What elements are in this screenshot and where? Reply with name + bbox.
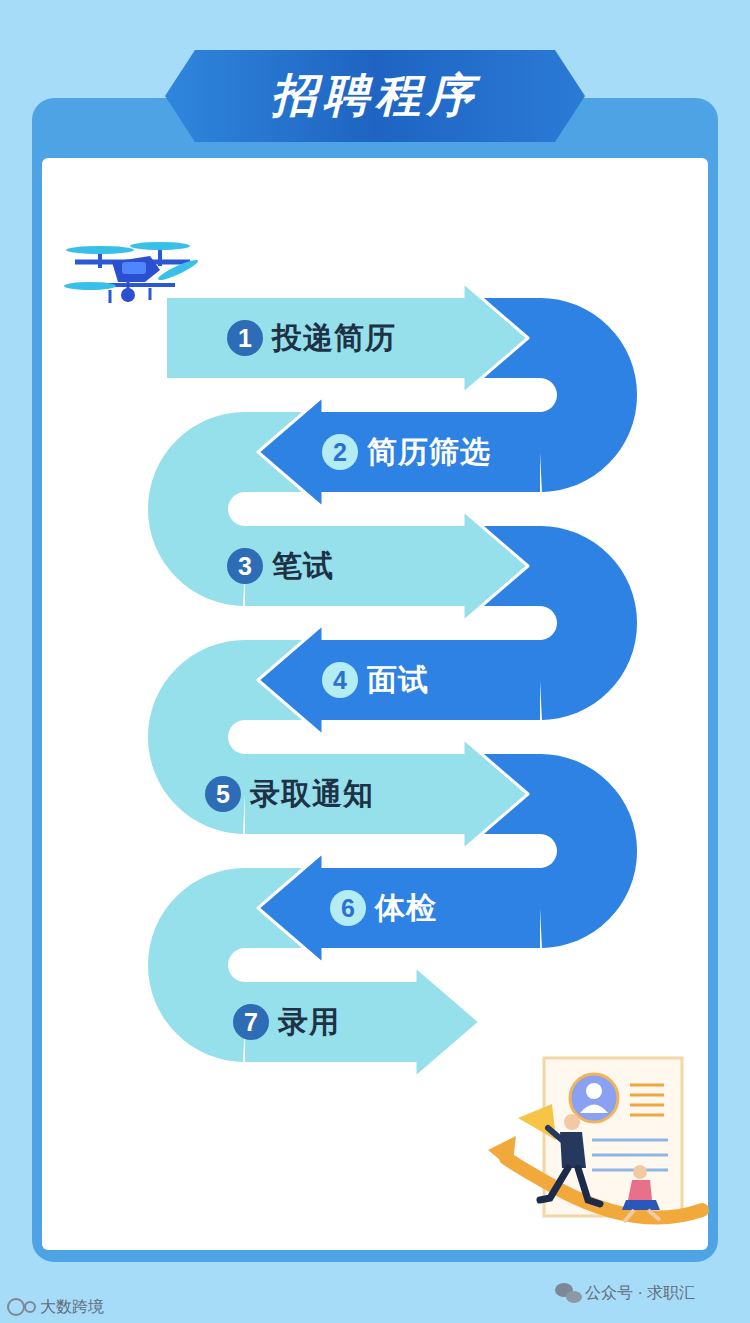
step-text: 2简历筛选 <box>322 396 491 508</box>
step-number: 1 <box>227 320 263 356</box>
arrow-body <box>245 966 480 1078</box>
step-label: 简历筛选 <box>367 432 491 473</box>
step-arrow: 2简历筛选 <box>258 396 540 508</box>
arrow-head-outline <box>415 966 480 1078</box>
title-text: 招聘程序 <box>271 65 479 127</box>
wechat-icon <box>555 1283 582 1303</box>
arrow-head-outline <box>258 624 323 736</box>
arrow-body <box>167 282 528 394</box>
step-text: 6体检 <box>330 852 437 964</box>
step-text: 1投递简历 <box>227 282 396 394</box>
panel-ground <box>42 158 708 1250</box>
arrow-body <box>258 624 540 736</box>
step-text: 4面试 <box>322 624 429 736</box>
arrow-body <box>258 852 540 964</box>
watermark-text: 公众号 · 求职汇 <box>585 1283 695 1304</box>
arrow-head-outline <box>463 510 528 622</box>
arrow-head-outline <box>258 852 323 964</box>
step-text: 7录用 <box>233 966 340 1078</box>
arrow-body <box>245 738 528 850</box>
step-text: 5录取通知 <box>205 738 374 850</box>
drone-illustration <box>64 242 200 303</box>
watermark-logo <box>8 1299 35 1315</box>
step-label: 笔试 <box>272 546 334 587</box>
step-text: 3笔试 <box>227 510 334 622</box>
step-number: 7 <box>233 1004 269 1040</box>
step-label: 投递简历 <box>272 318 396 359</box>
step-number: 2 <box>322 434 358 470</box>
step-label: 体检 <box>375 888 437 929</box>
step-label: 录用 <box>278 1002 340 1043</box>
step-arrow: 4面试 <box>258 624 540 736</box>
step-arrow: 3笔试 <box>245 510 528 622</box>
step-number: 5 <box>205 776 241 812</box>
step-arrow: 5录取通知 <box>245 738 528 850</box>
step-number: 4 <box>322 662 358 698</box>
step-arrow: 7录用 <box>245 966 480 1078</box>
step-arrow: 6体检 <box>258 852 540 964</box>
watermark-text: 大数跨境 <box>40 1297 104 1318</box>
arrow-body <box>258 396 540 508</box>
step-number: 6 <box>330 890 366 926</box>
title-banner: 招聘程序 <box>165 50 585 142</box>
step-label: 录取通知 <box>250 774 374 815</box>
panel-frame <box>32 98 718 1262</box>
step-label: 面试 <box>367 660 429 701</box>
arrow-head-outline <box>258 396 323 508</box>
arrow-head-outline <box>463 282 528 394</box>
recruit-illustration <box>488 1058 702 1222</box>
step-arrow: 1投递简历 <box>167 282 528 394</box>
step-number: 3 <box>227 548 263 584</box>
arrow-body <box>245 510 528 622</box>
arrow-head-outline <box>463 738 528 850</box>
